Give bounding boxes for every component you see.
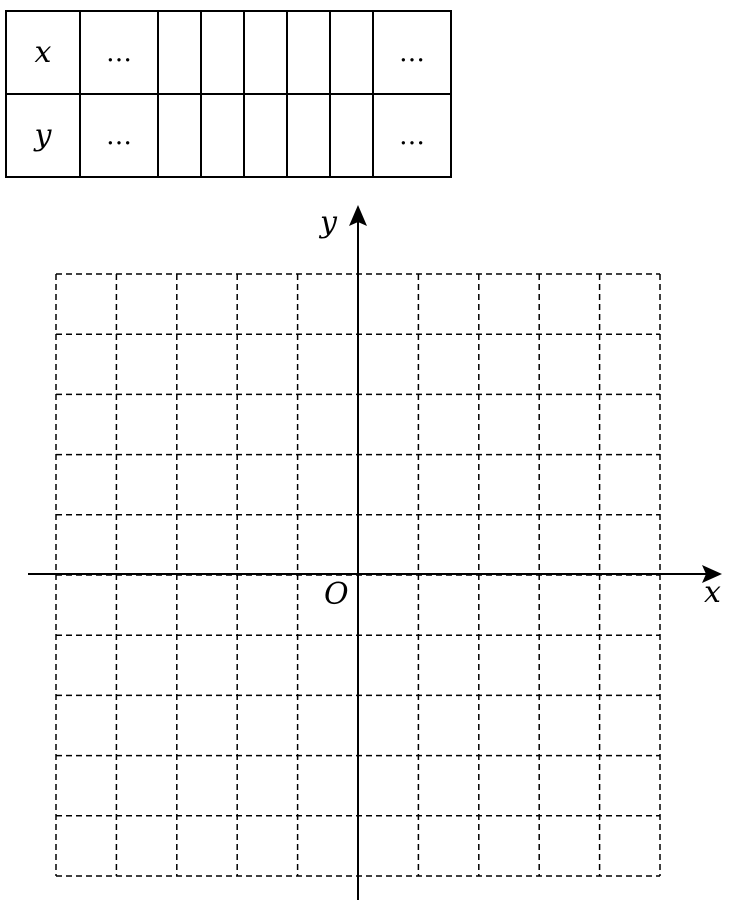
table-cell: …: [372, 10, 452, 95]
table-cell: [243, 10, 288, 95]
y-axis-arrow-icon: [349, 205, 367, 226]
table-cell: [200, 10, 245, 95]
table-cell: …: [79, 93, 159, 178]
table-cell: [157, 93, 202, 178]
table-cell: [200, 93, 245, 178]
table-row-x: x … …: [5, 10, 452, 95]
x-axis-arrow-icon: [702, 565, 722, 583]
table-row-y: y … …: [5, 93, 452, 178]
table-cell: …: [372, 93, 452, 178]
table-cell: [329, 93, 374, 178]
x-axis-label: x: [704, 575, 721, 610]
table-cell: [286, 93, 331, 178]
table-cell: …: [79, 10, 159, 95]
table-cell: [243, 93, 288, 178]
table-cell: [329, 10, 374, 95]
row-header-y: y: [5, 93, 81, 178]
table-cell: [157, 10, 202, 95]
table-cell: [286, 10, 331, 95]
row-header-x: x: [5, 10, 81, 95]
value-table: x … … y … …: [5, 10, 452, 178]
y-axis-label: y: [318, 205, 338, 240]
origin-label: O: [324, 577, 349, 612]
